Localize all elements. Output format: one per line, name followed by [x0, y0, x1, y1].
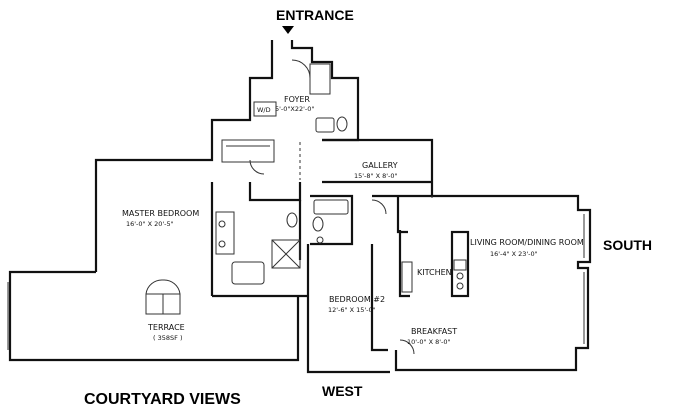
entrance-label: ENTRANCE [276, 7, 354, 23]
walls [8, 40, 592, 374]
kitchen-label: KITCHEN [417, 268, 452, 277]
courtyard-label: COURTYARD VIEWS [84, 391, 241, 408]
bedroom2-dims: 12'-6" X 15'-0" [328, 306, 376, 314]
breakfast-dims: 10'-0" X 8'-0" [407, 338, 451, 346]
entrance-arrow-icon [282, 26, 294, 34]
foyer-label: FOYER [284, 95, 310, 104]
breakfast-label: BREAKFAST [411, 327, 457, 336]
living-room-dims: 16'-4" X 23'-0" [490, 250, 538, 258]
west-label: WEST [322, 383, 363, 399]
foyer-dims: 5'-0"X22'-0" [275, 105, 314, 113]
terrace-label: TERRACE [147, 323, 185, 332]
living-room-label: LIVING ROOM/DINING ROOM [470, 238, 584, 247]
fixtures [7, 59, 585, 355]
master-bedroom-dims: 16'-0" X 20'-5" [126, 220, 174, 228]
terrace-dims: ( 358SF ) [153, 334, 182, 342]
gallery-label: GALLERY [362, 161, 398, 170]
gallery-dims: 15'-8" X 8'-0" [354, 172, 398, 180]
wd-label: W/D [257, 106, 271, 114]
bedroom2-label: BEDROOM #2 [329, 295, 385, 304]
master-bedroom-label: MASTER BEDROOM [122, 209, 199, 218]
south-label: SOUTH [603, 237, 652, 253]
